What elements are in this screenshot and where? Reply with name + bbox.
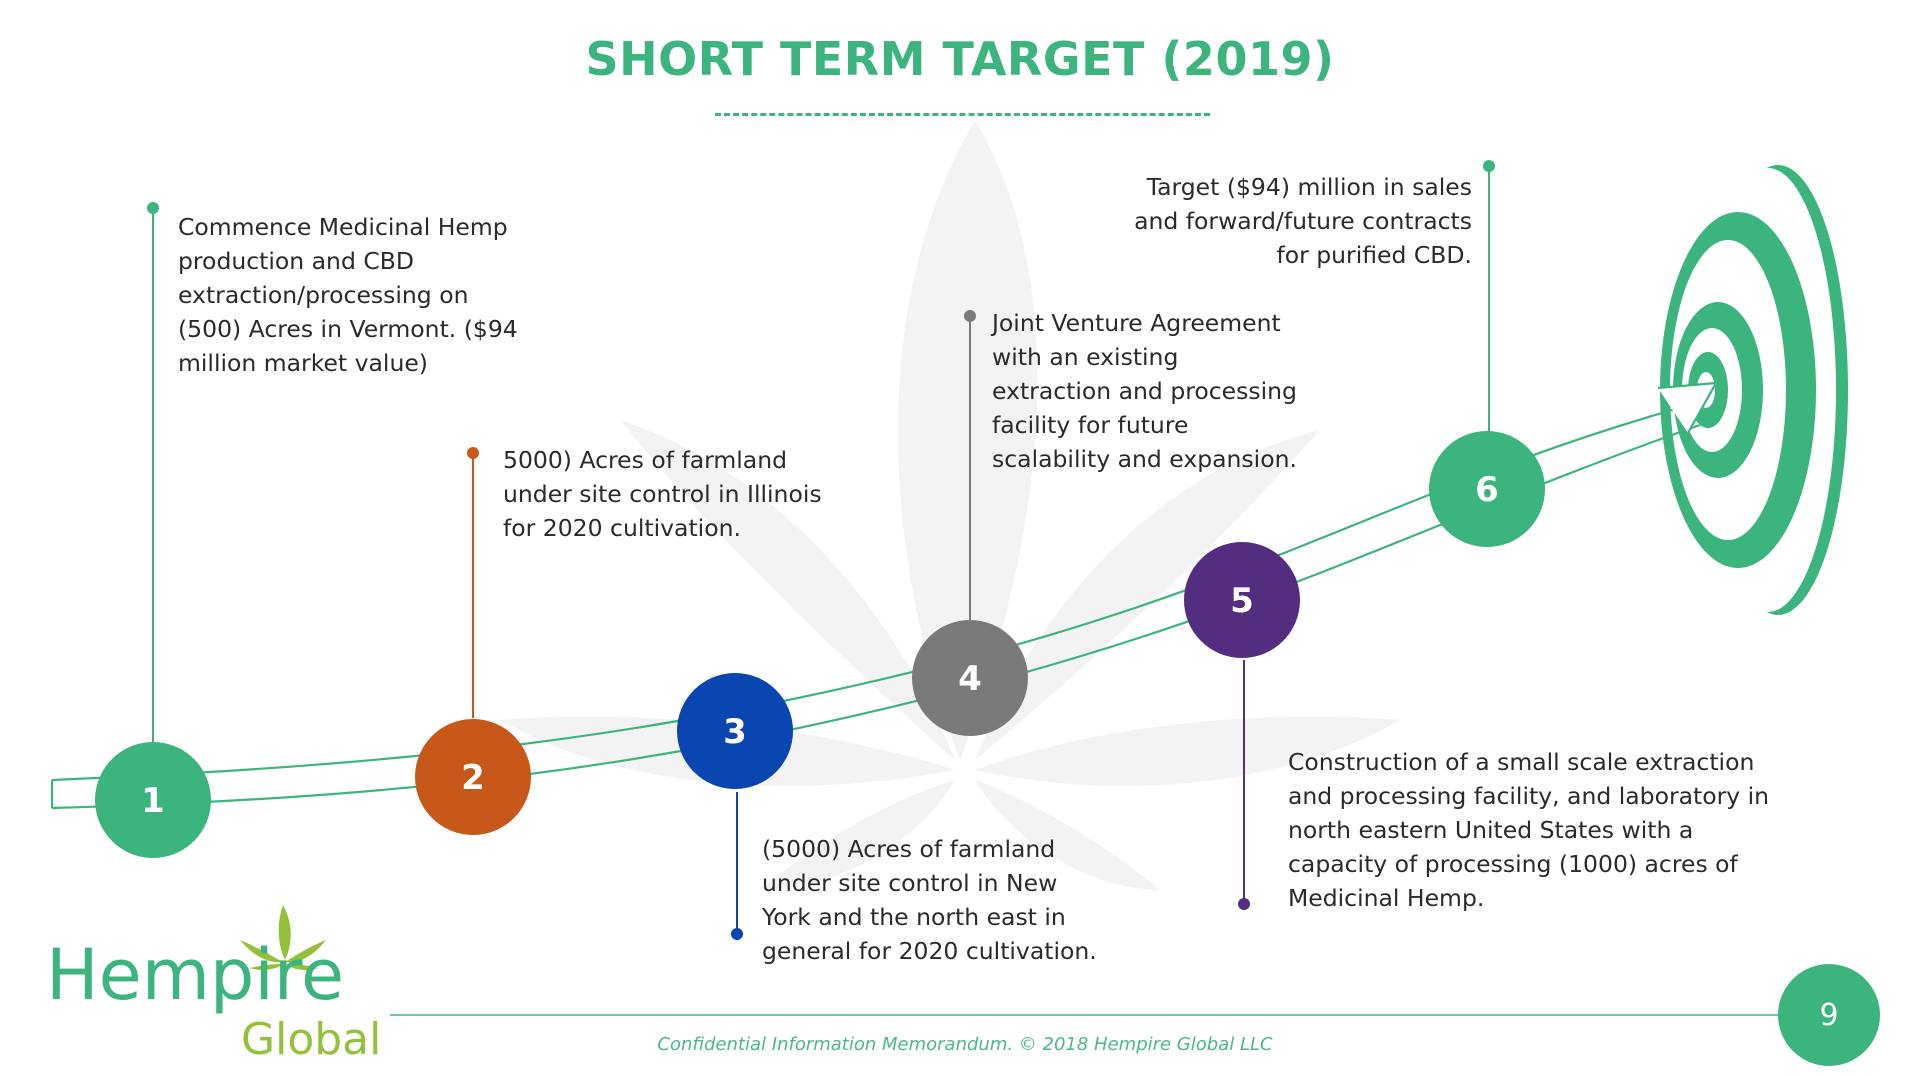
footer-text: Confidential Information Memorandum. © 2… (560, 1034, 1370, 1055)
page-number: 9 (1778, 964, 1880, 1066)
logo-sub: Global (241, 1018, 381, 1062)
logo-main: Hempire (46, 940, 344, 1010)
